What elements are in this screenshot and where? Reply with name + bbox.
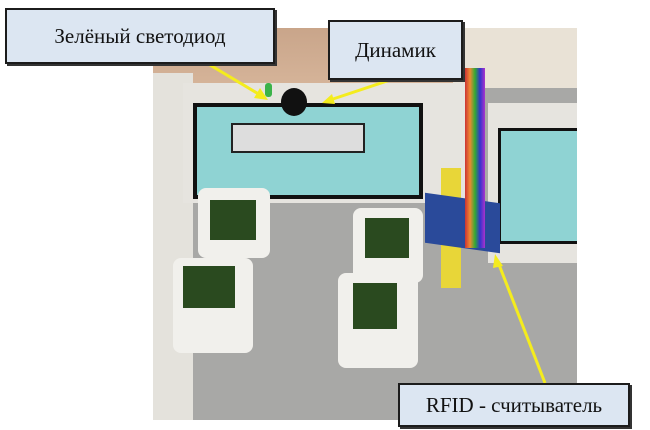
green-led	[265, 83, 272, 97]
speaker	[281, 88, 307, 116]
arrow-speaker	[329, 78, 391, 102]
side-window	[498, 128, 577, 244]
seat	[198, 188, 270, 258]
label-speaker: Динамик	[328, 20, 463, 80]
seat	[173, 258, 253, 353]
seat	[353, 208, 423, 283]
seat-signs	[231, 123, 365, 153]
photo-bus-model	[153, 28, 577, 420]
arrow-rfid-head	[493, 254, 503, 268]
seat	[338, 273, 418, 368]
arrow-led-head	[254, 88, 268, 100]
wires	[465, 68, 485, 248]
arrow-speaker-head	[322, 94, 335, 104]
arrow-rfid	[496, 261, 547, 384]
arrow-led	[204, 60, 263, 98]
label-green-led: Зелёный светодиод	[5, 8, 275, 64]
label-rfid: RFID - считыватель	[398, 383, 630, 427]
